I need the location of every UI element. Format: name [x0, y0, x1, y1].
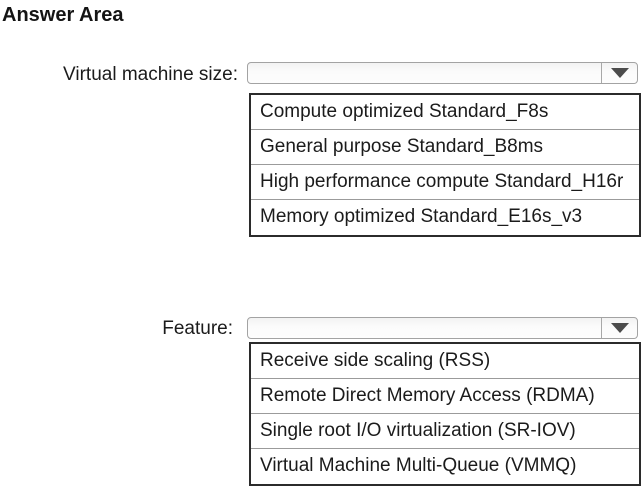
vm-size-option-list: Compute optimized Standard_F8s General p…	[249, 93, 641, 237]
vm-size-combobox[interactable]	[247, 62, 638, 84]
vm-size-option[interactable]: General purpose Standard_B8ms	[251, 130, 639, 165]
feature-combobox[interactable]	[247, 317, 638, 339]
feature-dropdown-button[interactable]	[601, 318, 637, 338]
feature-selected-value	[255, 318, 597, 338]
vm-size-dropdown-button[interactable]	[601, 63, 637, 83]
vm-size-option[interactable]: High performance compute Standard_H16r	[251, 165, 639, 200]
feature-label: Feature:	[162, 318, 233, 339]
vm-size-option[interactable]: Memory optimized Standard_E16s_v3	[251, 200, 639, 235]
feature-option[interactable]: Remote Direct Memory Access (RDMA)	[251, 379, 639, 414]
chevron-down-icon	[610, 323, 629, 333]
feature-option[interactable]: Receive side scaling (RSS)	[251, 344, 639, 379]
vm-size-label: Virtual machine size:	[63, 64, 238, 85]
page-title: Answer Area	[2, 4, 124, 26]
chevron-down-icon	[610, 68, 629, 78]
feature-option[interactable]: Single root I/O virtualization (SR-IOV)	[251, 414, 639, 449]
vm-size-selected-value	[255, 63, 597, 83]
feature-option-list: Receive side scaling (RSS) Remote Direct…	[249, 342, 641, 486]
vm-size-option[interactable]: Compute optimized Standard_F8s	[251, 95, 639, 130]
feature-option[interactable]: Virtual Machine Multi-Queue (VMMQ)	[251, 449, 639, 484]
